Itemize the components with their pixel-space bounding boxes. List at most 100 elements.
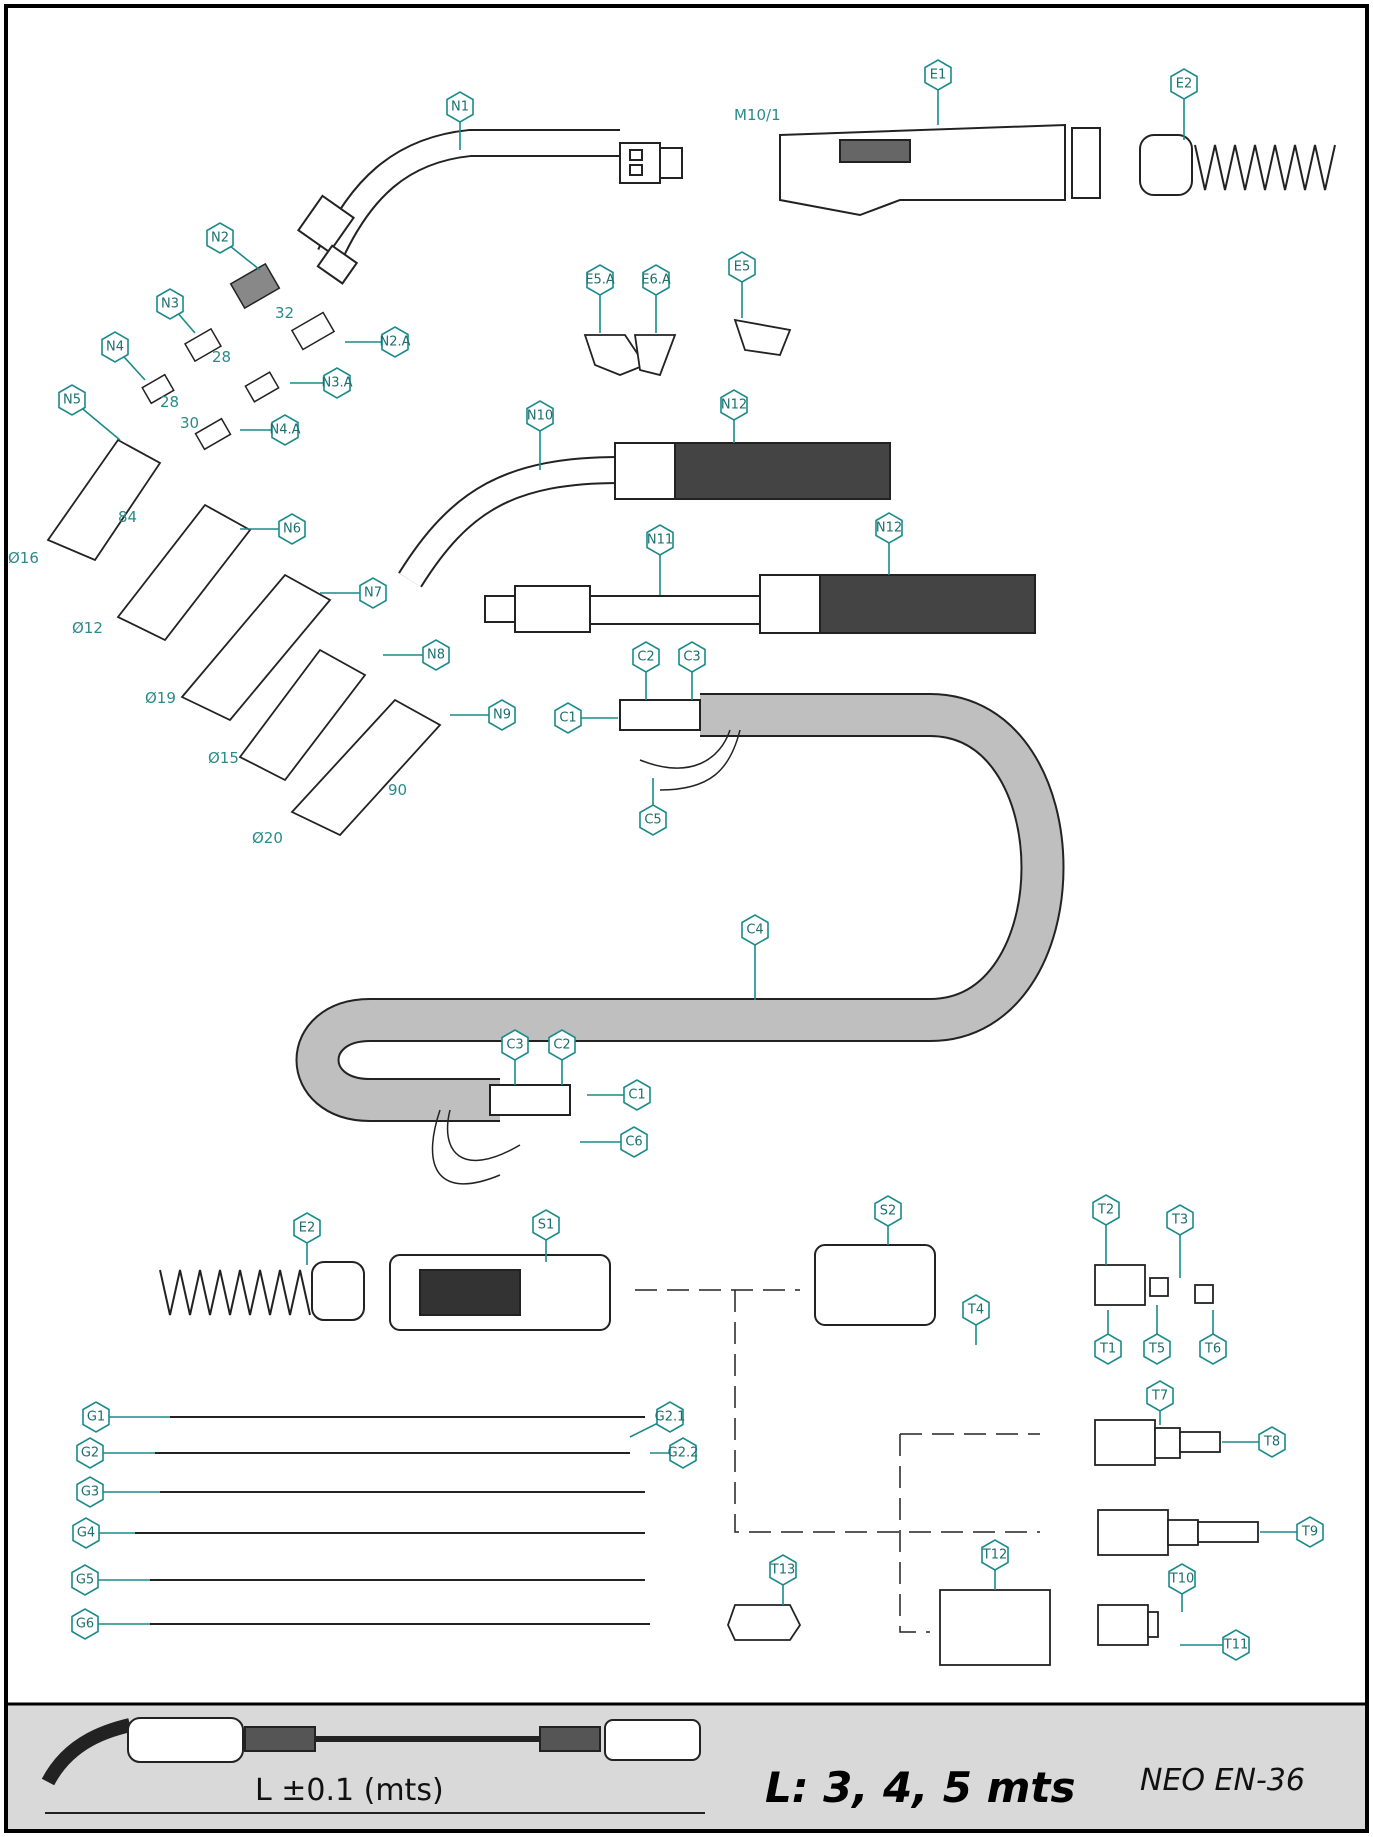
callout-t4: T4 — [962, 1294, 990, 1345]
callout-hexagon — [646, 524, 674, 556]
callout-hexagon — [962, 1294, 990, 1326]
dim-30: 30 — [180, 414, 199, 432]
callout-hexagon — [720, 389, 748, 421]
callout-hexagon — [769, 1554, 797, 1586]
callout-n9: N9 — [450, 699, 516, 731]
callout-text: G4 — [77, 1526, 95, 1541]
callout-text: T5 — [1148, 1342, 1165, 1357]
callout-text: G6 — [76, 1617, 94, 1632]
callout-hexagon — [678, 641, 706, 673]
callout-text: N11 — [647, 533, 673, 548]
callout-c2b: C2 — [548, 1029, 576, 1085]
callout-g6: G6 — [71, 1608, 150, 1640]
callout-e2a: E2 — [1170, 68, 1198, 140]
callout-g22: G2.2 — [650, 1437, 699, 1469]
callout-hexagon — [981, 1539, 1009, 1571]
callout-n3a: N3.A — [290, 367, 353, 399]
callout-hexagon — [639, 804, 667, 836]
callout-t3: T3 — [1166, 1204, 1194, 1278]
callout-hexagon — [76, 1437, 104, 1469]
dim-90: 90 — [388, 781, 407, 799]
dim-o20: Ø20 — [252, 829, 283, 847]
callout-n4: N4 — [101, 331, 146, 381]
footer-length-values: L: 3, 4, 5 mts — [765, 1763, 1075, 1812]
callout-hexagon — [71, 1564, 99, 1596]
callout-n7: N7 — [320, 577, 387, 609]
callout-hexagon — [620, 1126, 648, 1158]
callout-c2a: C2 — [632, 641, 660, 700]
callout-e5: E5 — [728, 251, 756, 318]
callout-g5: G5 — [71, 1564, 150, 1596]
callout-hexagon — [1094, 1333, 1122, 1365]
callout-text: E1 — [930, 68, 947, 83]
connector-c3-top — [619, 699, 701, 731]
callout-hexagon — [741, 914, 769, 946]
callout-text: N7 — [364, 586, 382, 601]
callout-n2a: N2.A — [345, 326, 411, 358]
callout-hexagon — [554, 702, 582, 734]
callout-text: T12 — [982, 1548, 1007, 1563]
callout-hexagon — [381, 326, 409, 358]
dim-32: 32 — [275, 304, 294, 322]
callout-text: N2.A — [379, 335, 410, 350]
callout-text: S2 — [880, 1204, 897, 1219]
callout-text: G2.2 — [668, 1446, 699, 1461]
callout-text: T8 — [1263, 1435, 1280, 1450]
connector-c3-bottom — [489, 1084, 571, 1116]
callout-g1: G1 — [82, 1401, 170, 1433]
callout-hexagon — [874, 1195, 902, 1227]
callout-n6: N6 — [240, 513, 306, 545]
liner-set — [135, 1416, 650, 1625]
callout-n4a: N4.A — [240, 414, 301, 446]
callout-n12a: N12 — [720, 389, 748, 443]
callout-hexagon — [642, 264, 670, 296]
callout-hexagon — [1296, 1516, 1324, 1548]
callout-hexagon — [76, 1476, 104, 1508]
footer-model: NEO EN-36 — [1140, 1763, 1305, 1798]
callout-c1b: C1 — [587, 1079, 651, 1111]
dim-o16: Ø16 — [8, 549, 39, 567]
callout-hexagon — [1168, 1563, 1196, 1595]
callout-text: C4 — [746, 923, 763, 938]
callout-t6: T6 — [1199, 1310, 1227, 1365]
dim-o15: Ø15 — [208, 749, 239, 767]
callout-c5: C5 — [639, 778, 667, 836]
callout-t7: T7 — [1146, 1380, 1174, 1425]
callout-text: T6 — [1204, 1342, 1221, 1357]
callout-hexagon — [623, 1079, 651, 1111]
callout-hexagon — [101, 331, 129, 363]
callout-text: E5.A — [585, 273, 615, 288]
callout-text: N5 — [63, 393, 81, 408]
callout-e5a: E5.A — [585, 264, 615, 333]
callout-g4: G4 — [72, 1517, 135, 1549]
callout-hexagon — [72, 1517, 100, 1549]
t-dashed-guides — [635, 1289, 1040, 1633]
callout-n1: N1 — [446, 91, 474, 150]
callout-text: E5 — [734, 260, 751, 275]
callout-text: N8 — [427, 648, 445, 663]
callout-text: T11 — [1223, 1638, 1248, 1653]
callout-e2b: E2 — [293, 1212, 321, 1265]
callout-text: G2 — [81, 1446, 99, 1461]
callout-text: T9 — [1301, 1525, 1318, 1540]
callout-text: T10 — [1169, 1572, 1194, 1587]
cable-adapter-n11 — [484, 574, 1036, 634]
callout-hexagon — [71, 1608, 99, 1640]
callout-hexagon — [293, 1212, 321, 1244]
callout-text: C2 — [637, 650, 654, 665]
callout-c3a: C3 — [678, 641, 706, 700]
callout-hexagon — [422, 639, 450, 671]
callout-n2: N2 — [206, 222, 261, 271]
callout-g3: G3 — [76, 1476, 160, 1508]
callout-text: N6 — [283, 522, 301, 537]
callout-g2: G2 — [76, 1437, 155, 1469]
callout-hexagon — [323, 367, 351, 399]
callout-text: C2 — [553, 1038, 570, 1053]
swan-neck-n1 — [296, 129, 683, 285]
callout-hexagon — [669, 1437, 697, 1469]
callout-text: G2.1 — [655, 1410, 686, 1425]
callout-text: T7 — [1151, 1389, 1168, 1404]
callout-text: N4 — [106, 340, 124, 355]
callout-t12: T12 — [981, 1539, 1009, 1590]
